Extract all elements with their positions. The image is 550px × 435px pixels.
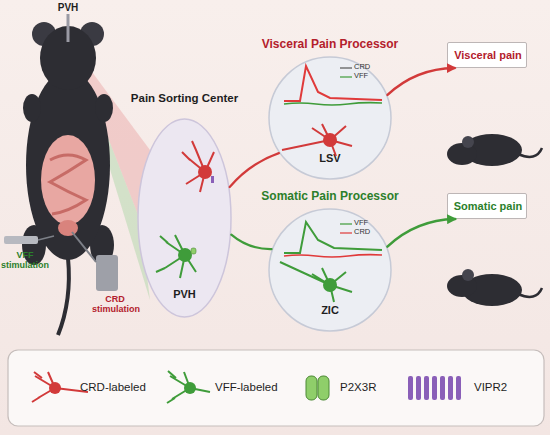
vff-trace xyxy=(284,103,382,105)
zic-neuron xyxy=(280,262,352,302)
neuron-dendrite xyxy=(182,141,214,192)
trace-key xyxy=(340,76,352,77)
vff-neuron xyxy=(156,235,196,278)
mouse-body xyxy=(462,274,522,306)
mouse-ear xyxy=(462,136,474,148)
neuron-dendrite xyxy=(282,124,352,156)
region-name: ZIC xyxy=(300,304,360,317)
neuron-dendrite xyxy=(280,262,352,302)
somatic-mouse xyxy=(447,269,542,306)
legend-text: VIPR2 xyxy=(474,381,534,394)
node-shape xyxy=(269,57,391,179)
trace-key-text: VFF xyxy=(354,72,384,81)
outcome-text: Somatic pain xyxy=(448,200,528,213)
trace-key-text: VFF xyxy=(354,219,384,228)
node-shape xyxy=(138,119,231,317)
neuron-soma xyxy=(49,382,61,394)
outcome-text: Visceral pain xyxy=(448,49,528,62)
mouse-tail xyxy=(518,288,542,297)
neuron-soma xyxy=(323,133,337,147)
crd-neuron-icon xyxy=(32,372,88,402)
region-label: PVH xyxy=(40,2,96,14)
trace-key xyxy=(340,232,352,233)
mouse-head xyxy=(447,275,477,297)
crd-neuron xyxy=(182,141,214,192)
mouse-head xyxy=(447,143,477,165)
crd-device xyxy=(96,255,118,291)
neuron-soma xyxy=(178,248,192,262)
outcome-box: Visceral pain xyxy=(447,42,527,68)
trace-key xyxy=(340,223,352,224)
processor-circle: Somatic Pain ProcessorZIC xyxy=(268,208,392,332)
node-shape xyxy=(269,209,391,331)
crd-tube xyxy=(72,232,96,262)
helix xyxy=(424,376,429,400)
mouse-tail xyxy=(518,148,542,157)
neuron-dendrite xyxy=(32,372,88,402)
stimulation-label: CRD stimulation xyxy=(92,294,138,315)
center-title: Pain Sorting Center xyxy=(107,92,262,105)
legend-text: P2X3R xyxy=(340,381,400,394)
stimulation-label: VFF stimulation xyxy=(0,250,50,271)
trace-key-text: CRD xyxy=(354,63,384,72)
mouse-ear xyxy=(462,269,474,281)
helix xyxy=(432,376,437,400)
output-arrow xyxy=(387,219,455,247)
neuron-soma xyxy=(198,165,212,179)
crd-trace xyxy=(284,255,382,257)
intestine xyxy=(50,155,86,214)
electrode xyxy=(67,14,70,42)
trace-key-text: CRD xyxy=(354,228,384,237)
helix xyxy=(456,376,461,400)
mouse-body xyxy=(462,134,522,166)
vipr2-marker xyxy=(211,176,214,183)
region-name: LSV xyxy=(300,152,360,165)
colon xyxy=(58,220,78,236)
neuron-dendrite xyxy=(167,371,210,403)
visceral-mouse xyxy=(447,134,542,166)
processor-title: Visceral Pain Processor xyxy=(240,38,420,52)
vff-neuron-icon xyxy=(167,371,210,403)
receptor-subunit xyxy=(318,376,329,400)
legend-text: VFF-labeled xyxy=(215,381,315,394)
neuron-soma xyxy=(323,278,337,292)
outcome-box: Somatic pain xyxy=(447,193,527,219)
output-arrow xyxy=(388,68,455,95)
legend-text: CRD-labeled xyxy=(80,381,190,394)
region-name: PVH xyxy=(137,288,232,301)
mouse-paw xyxy=(95,94,113,122)
helix xyxy=(448,376,453,400)
processor-title: Somatic Pain Processor xyxy=(240,190,420,204)
p2x3r-marker xyxy=(191,248,196,254)
mouse-paw xyxy=(23,94,41,122)
neuron-soma xyxy=(184,382,196,394)
mouse-tail xyxy=(58,258,69,335)
sorting-center-ellipse: Pain Sorting CenterPVH xyxy=(137,118,232,318)
neuron-dendrite xyxy=(156,235,196,278)
vff-device xyxy=(4,236,38,244)
axon-connector xyxy=(231,235,271,249)
processor-circle: Visceral Pain ProcessorLSV xyxy=(268,56,392,180)
helix xyxy=(440,376,445,400)
vipr2-icon xyxy=(408,376,461,400)
helix xyxy=(416,376,421,400)
helix xyxy=(408,376,413,400)
axon-connector xyxy=(230,153,279,187)
receptor-subunit xyxy=(306,376,317,400)
lsv-neuron xyxy=(282,124,352,156)
mouse-gut xyxy=(41,135,95,225)
p2x3r-icon xyxy=(306,376,329,400)
vff-filament xyxy=(38,236,54,240)
trace-key xyxy=(340,67,352,68)
legend-panel xyxy=(8,350,544,426)
